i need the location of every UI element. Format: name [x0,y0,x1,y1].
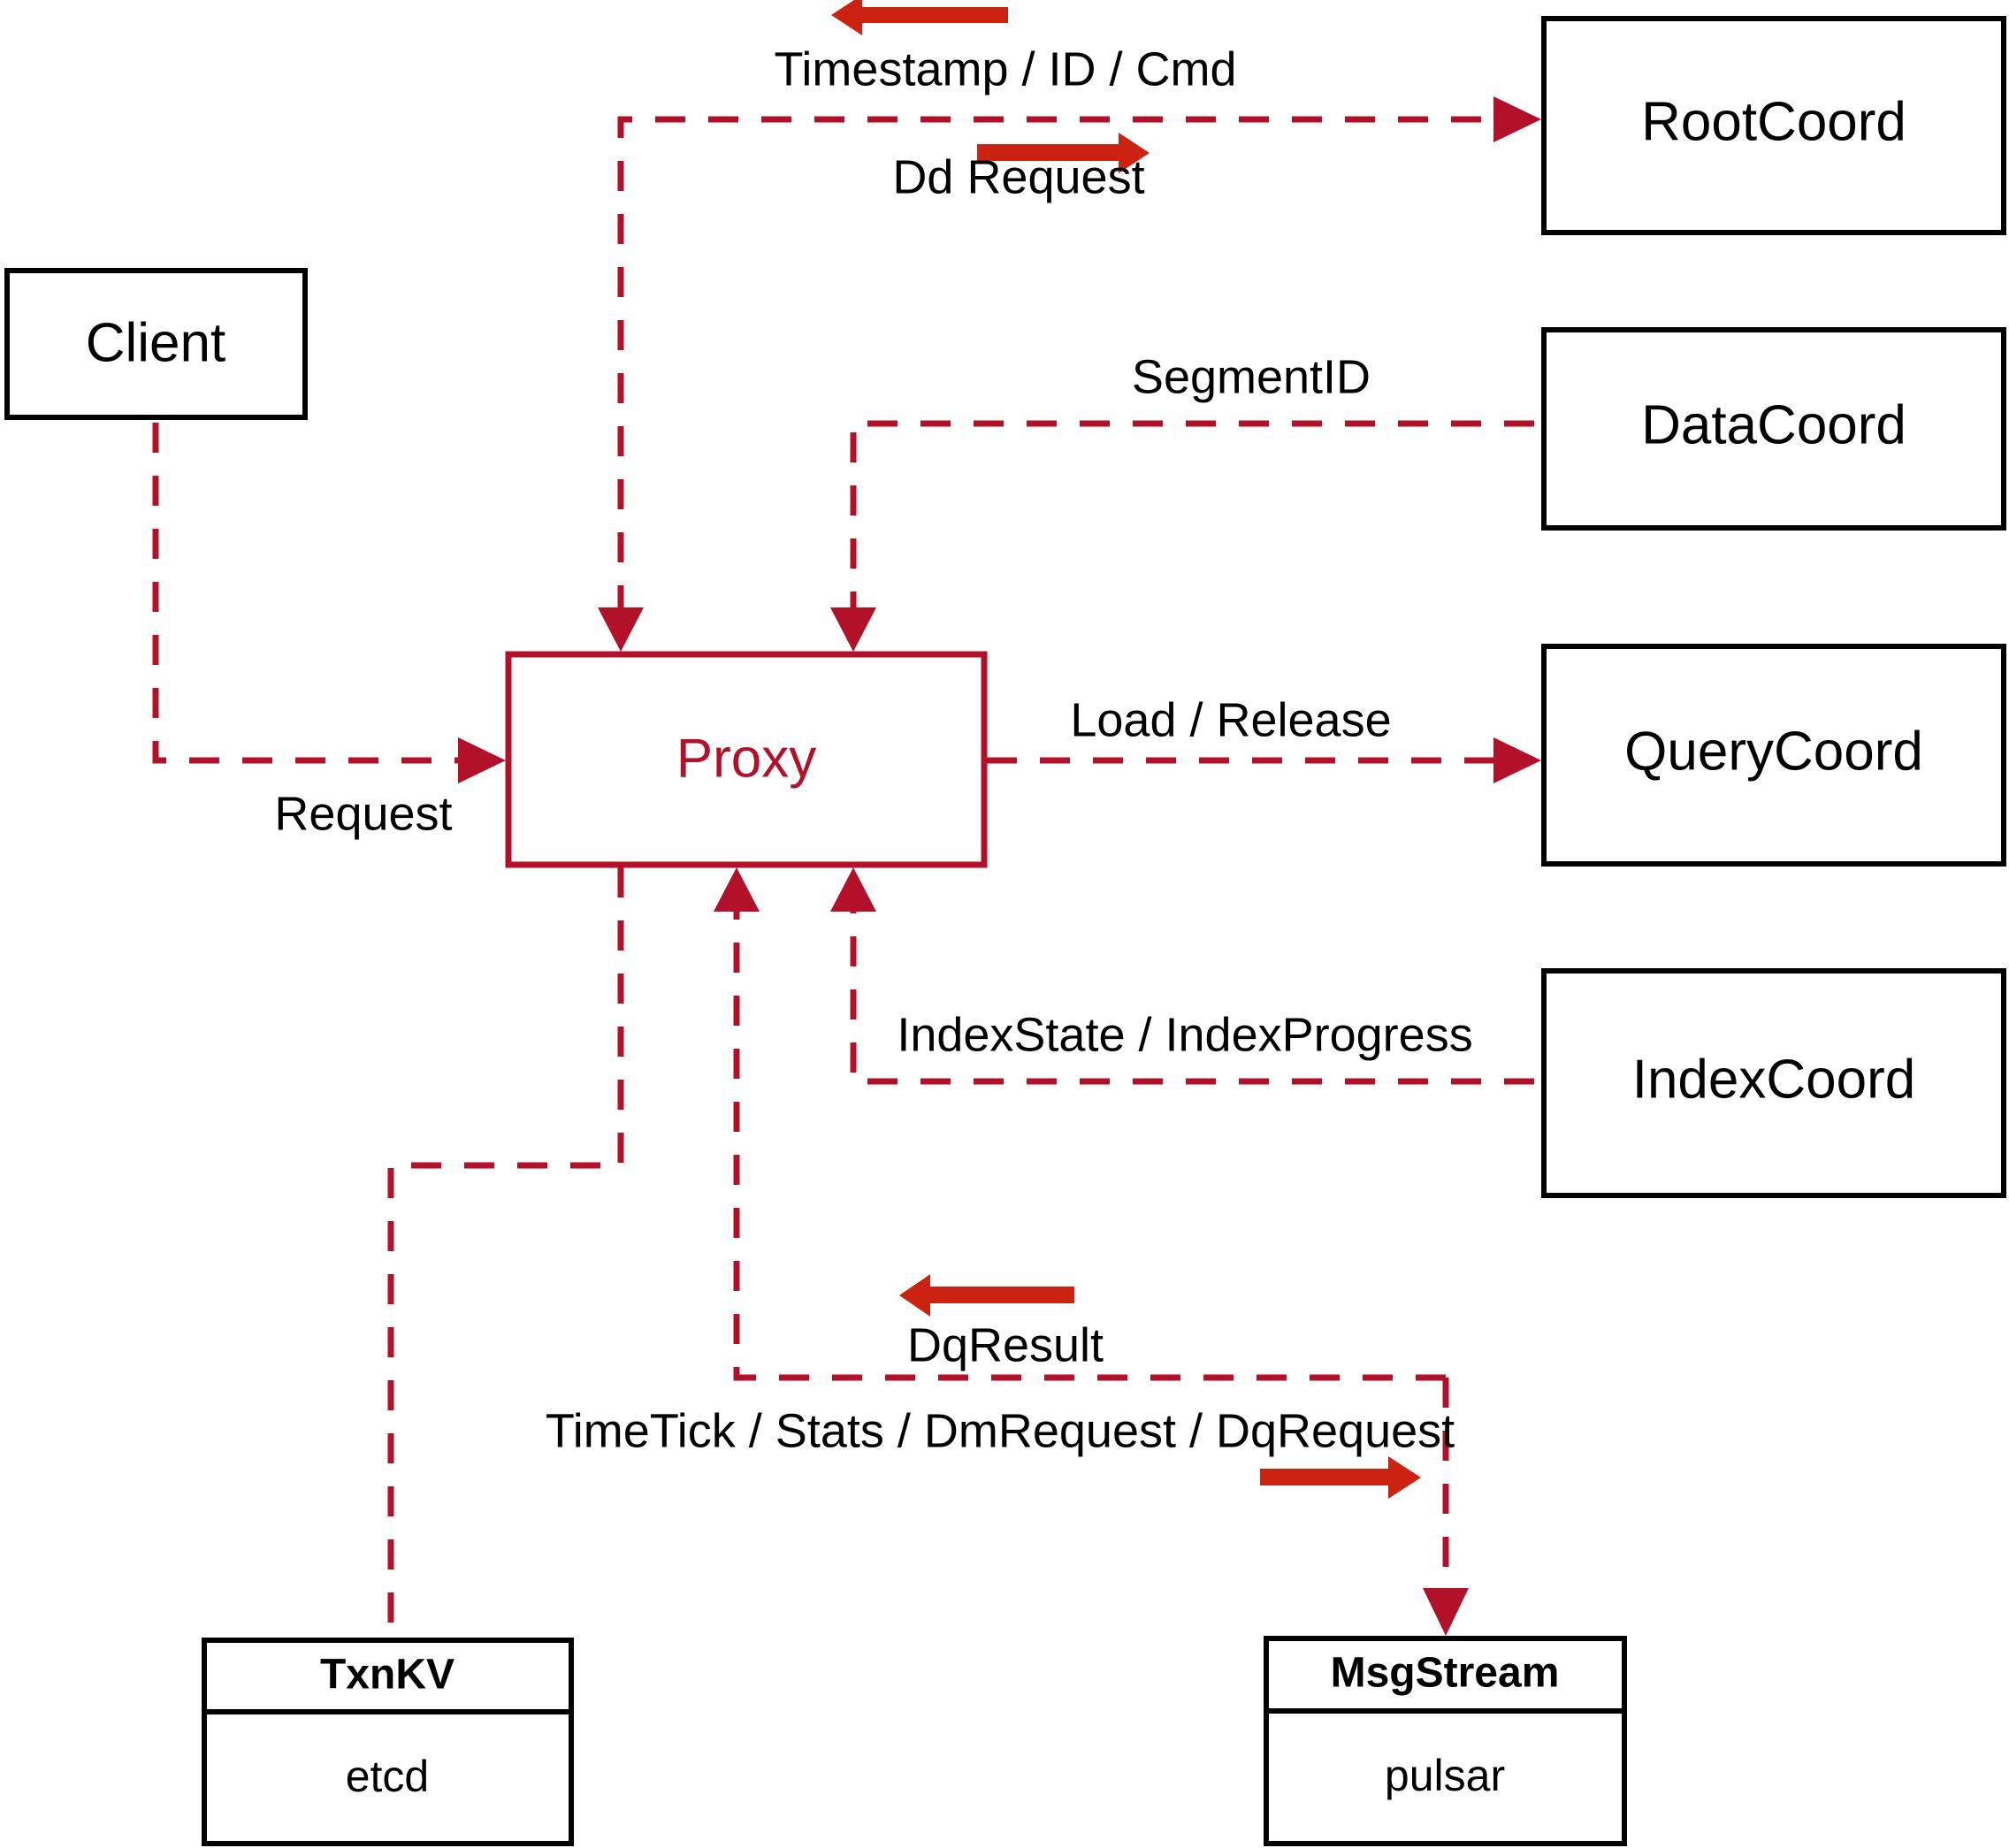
edge-label-dq-result: DqResult [907,1318,1104,1371]
edge-dq-result [714,867,1446,1381]
node-txnkv[interactable]: TxnKV etcd [202,1638,574,1846]
edge-label-index-state-progress: IndexState / IndexProgress [897,1008,1472,1061]
node-label-rootcoord: RootCoord [1641,91,1906,152]
edge-label-request: Request [274,787,452,840]
edge-dd-request [1493,96,1541,142]
node-rootcoord[interactable]: RootCoord [1541,16,2006,235]
edge-label-timetick-stats-dm-dq-request: TimeTick / Stats / DmRequest / DqRequest [546,1404,1455,1457]
node-label-querycoord: QueryCoord [1624,721,1923,782]
node-label-client: Client [86,312,226,373]
node-label-txnkv: TxnKV [320,1652,455,1699]
direction-arrow-dd-request-right [977,133,1150,173]
edge-proxy-txnkv [387,867,624,1638]
node-label-msgstream: MsgStream [1331,1650,1560,1697]
node-indexcoord[interactable]: IndexCoord [1541,968,2006,1198]
node-proxy[interactable]: Proxy [505,651,988,868]
edge-segment-id [830,420,1534,652]
edge-index-state-progress [830,867,1534,1085]
direction-arrow-dqresult-left [899,1274,1074,1317]
edge-load-release [987,737,1541,783]
node-label-proxy: Proxy [676,728,816,789]
node-sublabel-txnkv: etcd [346,1752,430,1801]
edge-label-dd-request: Dd Request [892,150,1144,203]
node-client[interactable]: Client [4,268,308,420]
edge-label-timestamp-id-cmd: Timestamp / ID / Cmd [774,42,1236,95]
direction-arrow-timetick-right [1260,1456,1421,1499]
edge-label-segment-id: SegmentID [1132,350,1371,403]
node-datacoord[interactable]: DataCoord [1541,327,2006,531]
direction-arrow-timestamp-left [831,0,1008,35]
node-label-indexcoord: IndexCoord [1632,1049,1916,1110]
edge-timestamp-id-cmd [598,116,1534,652]
node-sublabel-msgstream: pulsar [1385,1751,1505,1800]
node-msgstream[interactable]: MsgStream pulsar [1264,1636,1627,1846]
node-label-datacoord: DataCoord [1641,394,1906,455]
edge-request [152,423,506,783]
node-querycoord[interactable]: QueryCoord [1541,644,2006,867]
edge-timetick-stats-dm-dq-request [1423,1378,1469,1636]
edge-label-load-release: Load / Release [1070,693,1391,746]
